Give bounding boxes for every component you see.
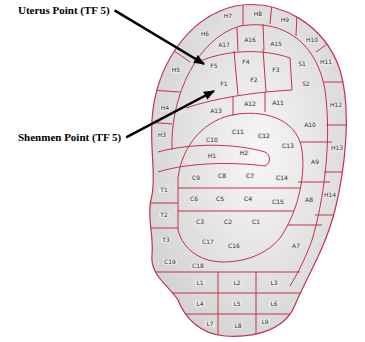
zone-code: C7 [245,173,255,179]
zone-code: C8 [217,173,227,179]
lobe-grid [150,272,300,340]
zone-code: L7 [205,321,214,327]
concha-divider [178,188,305,211]
zone-code: H13 [330,145,344,151]
zone-code: A17 [217,42,231,48]
zone-code: F4 [241,59,250,65]
zone-code: C19 [163,259,177,265]
zone-code: A7 [291,243,301,249]
zone-code: A13 [209,108,223,114]
zone-code: T1 [159,187,168,193]
zone-code: F5 [209,63,218,69]
zone-code: H3 [157,132,167,138]
concha-dividers [178,188,305,211]
zone-code: F3 [271,67,280,73]
zone-code: H5 [171,67,181,73]
zone-code: C2 [223,219,233,225]
callout-label: Shenmen Point (TF 5) [18,131,121,144]
zone-code: A15 [269,41,283,47]
zone-code: L4 [195,301,204,307]
zone-lines [146,2,352,340]
zone-code: L2 [232,280,241,286]
zone-code: S2 [301,81,311,87]
fossa-line [198,52,292,90]
zone-code: A10 [303,122,317,128]
zone-code: L5 [232,301,241,307]
zone-code: C17 [201,239,215,245]
zone-code: L1 [195,280,204,286]
zone-code: C4 [243,196,253,202]
zone-code: A16 [243,37,257,43]
helix-crus [158,145,270,172]
zone-code: A8 [304,197,314,203]
zone-code: L6 [269,301,278,307]
zone-code: H1 [207,153,217,159]
zone-code: H6 [200,31,210,37]
zone-code: L8 [233,323,242,329]
zone-code: H9 [280,17,290,23]
leader-arrow [115,10,204,64]
zone-code: L9 [260,319,269,325]
leader-arrow [126,91,214,137]
zone-code: H10 [305,37,319,43]
zone-code: A12 [243,101,257,107]
zone-code: C1 [251,219,261,225]
zone-code: C14 [275,175,289,181]
zone-code: L3 [269,280,278,286]
zone-code: T3 [161,237,170,243]
zone-code: H8 [253,11,263,17]
zone-code: T2 [159,212,168,218]
leader-arrows [115,10,214,137]
zone-code: C12 [257,133,271,139]
zone-code: C9 [191,175,201,181]
divider-lines [146,2,352,228]
zone-code: H12 [329,102,343,108]
zone-code: C13 [281,143,295,149]
zone-code: H4 [160,105,170,111]
zone-code: A11 [271,100,285,106]
helix-line [172,25,328,286]
zone-code: C18 [191,263,205,269]
zone-code: C6 [189,196,199,202]
zone-code: H7 [223,13,233,19]
callout-label: Uterus Point (TF 5) [18,4,110,17]
zone-code: H11 [319,59,333,65]
zone-code: C15 [271,199,285,205]
crus-line [186,90,292,108]
zone-code: C5 [215,196,225,202]
zone-code: S1 [297,61,307,67]
zone-code: F1 [219,81,228,87]
zone-code: C3 [195,219,205,225]
zone-code: C10 [205,137,219,143]
zone-code: H14 [323,192,337,198]
zone-code: H2 [239,150,249,156]
zone-code: A9 [310,159,320,165]
zone-code: F2 [249,77,258,83]
zone-code: C11 [231,129,245,135]
zone-code: C16 [227,243,241,249]
